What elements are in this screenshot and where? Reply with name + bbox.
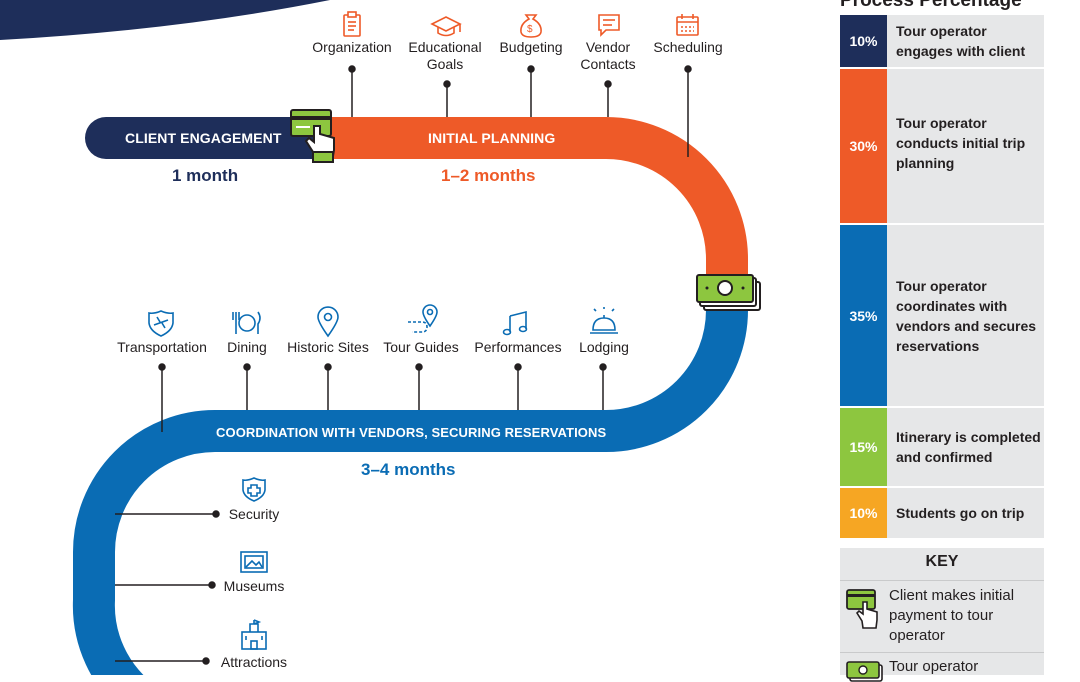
duration-coordination: 3–4 months bbox=[361, 460, 456, 479]
pp-text: Itinerary is completed and confirmed bbox=[887, 408, 1044, 486]
chat-bubble-icon bbox=[598, 14, 620, 37]
coordination-item-tour-guides: Tour Guides bbox=[383, 339, 459, 355]
pp-text: Tour operator coordinates with vendors a… bbox=[887, 225, 1044, 406]
castle-icon bbox=[241, 619, 267, 650]
phase-label-coordination: COORDINATION WITH VENDORS, SECURING RESE… bbox=[216, 425, 607, 440]
planning-item-organization: Organization bbox=[312, 39, 392, 55]
framed-picture-icon bbox=[240, 551, 268, 573]
money-bag-icon: $ bbox=[520, 14, 542, 38]
phase-label-initial-planning: INITIAL PLANNING bbox=[428, 130, 556, 146]
lower-item-museums: Museums bbox=[223, 578, 285, 594]
svg-text:$: $ bbox=[527, 24, 533, 35]
coordination-item-lodging: Lodging bbox=[579, 339, 629, 355]
key-item-text: Tour operator bbox=[889, 658, 979, 675]
pp-row-coordination: 35% Tour operator coordinates with vendo… bbox=[840, 225, 1044, 406]
corner-decoration bbox=[0, 0, 330, 40]
planning-item-educational-goals: Educational Goals bbox=[408, 39, 482, 72]
pp-row-initial-planning: 30% Tour operator conducts initial trip … bbox=[840, 69, 1044, 223]
card-payment-icon bbox=[846, 589, 878, 629]
pp-pct: 35% bbox=[840, 225, 887, 406]
lower-item-security: Security bbox=[228, 506, 280, 522]
key-divider bbox=[840, 580, 1044, 581]
service-bell-icon bbox=[590, 307, 618, 334]
road-segment-client-engagement bbox=[85, 117, 320, 159]
road-segment-coordination bbox=[72, 285, 748, 675]
planning-item-budgeting: Budgeting bbox=[499, 39, 563, 55]
cash-stack-icon bbox=[696, 274, 761, 311]
key-title: KEY bbox=[925, 553, 959, 570]
coordination-item-dining: Dining bbox=[227, 339, 267, 355]
planning-item-scheduling: Scheduling bbox=[653, 39, 723, 55]
planning-connectors bbox=[348, 65, 692, 157]
pp-pct: 10% bbox=[840, 15, 887, 67]
pp-pct: 10% bbox=[840, 488, 887, 538]
pp-text: Students go on trip bbox=[887, 488, 1044, 538]
planning-item-vendor-contacts: Vendor Contacts bbox=[580, 39, 636, 72]
cash-stack-icon bbox=[846, 661, 883, 682]
route-pin-icon bbox=[408, 304, 438, 333]
duration-client-engagement: 1 month bbox=[172, 166, 239, 185]
process-percentage-title: Process Percentage bbox=[840, 0, 1022, 11]
pp-row-client-engagement: 10% Tour operator engages with client bbox=[840, 15, 1044, 67]
plate-utensils-icon bbox=[232, 311, 261, 334]
key-divider bbox=[840, 652, 1044, 653]
pp-text: Tour operator conducts initial trip plan… bbox=[887, 69, 1044, 223]
key-item-text: Client makes initial payment to tour ope… bbox=[889, 587, 1015, 644]
music-note-icon bbox=[502, 310, 528, 336]
shield-cross-icon bbox=[242, 477, 266, 502]
phase-label-client-engagement: CLIENT ENGAGEMENT bbox=[125, 130, 282, 146]
pp-text: Tour operator engages with client bbox=[887, 15, 1044, 67]
clipboard-icon bbox=[343, 11, 361, 37]
coordination-connectors bbox=[158, 363, 607, 432]
graduation-cap-icon bbox=[430, 16, 462, 37]
coordination-item-historic-sites: Historic Sites bbox=[287, 339, 369, 355]
coordination-item-performances: Performances bbox=[474, 339, 562, 355]
pp-pct: 30% bbox=[840, 69, 887, 223]
lower-connectors bbox=[115, 510, 220, 665]
calendar-icon bbox=[676, 14, 699, 36]
coordination-item-transportation: Transportation bbox=[117, 339, 207, 355]
pp-row-trip: 10% Students go on trip bbox=[840, 488, 1044, 538]
pp-pct: 15% bbox=[840, 408, 887, 486]
duration-initial-planning: 1–2 months bbox=[441, 166, 536, 185]
card-payment-icon bbox=[290, 109, 335, 163]
pp-row-itinerary: 15% Itinerary is completed and confirmed bbox=[840, 408, 1044, 486]
location-pin-icon bbox=[317, 306, 339, 338]
lower-item-attractions: Attractions bbox=[220, 654, 288, 670]
road-segment-initial-planning bbox=[320, 117, 748, 285]
airplane-shield-icon bbox=[148, 310, 174, 337]
